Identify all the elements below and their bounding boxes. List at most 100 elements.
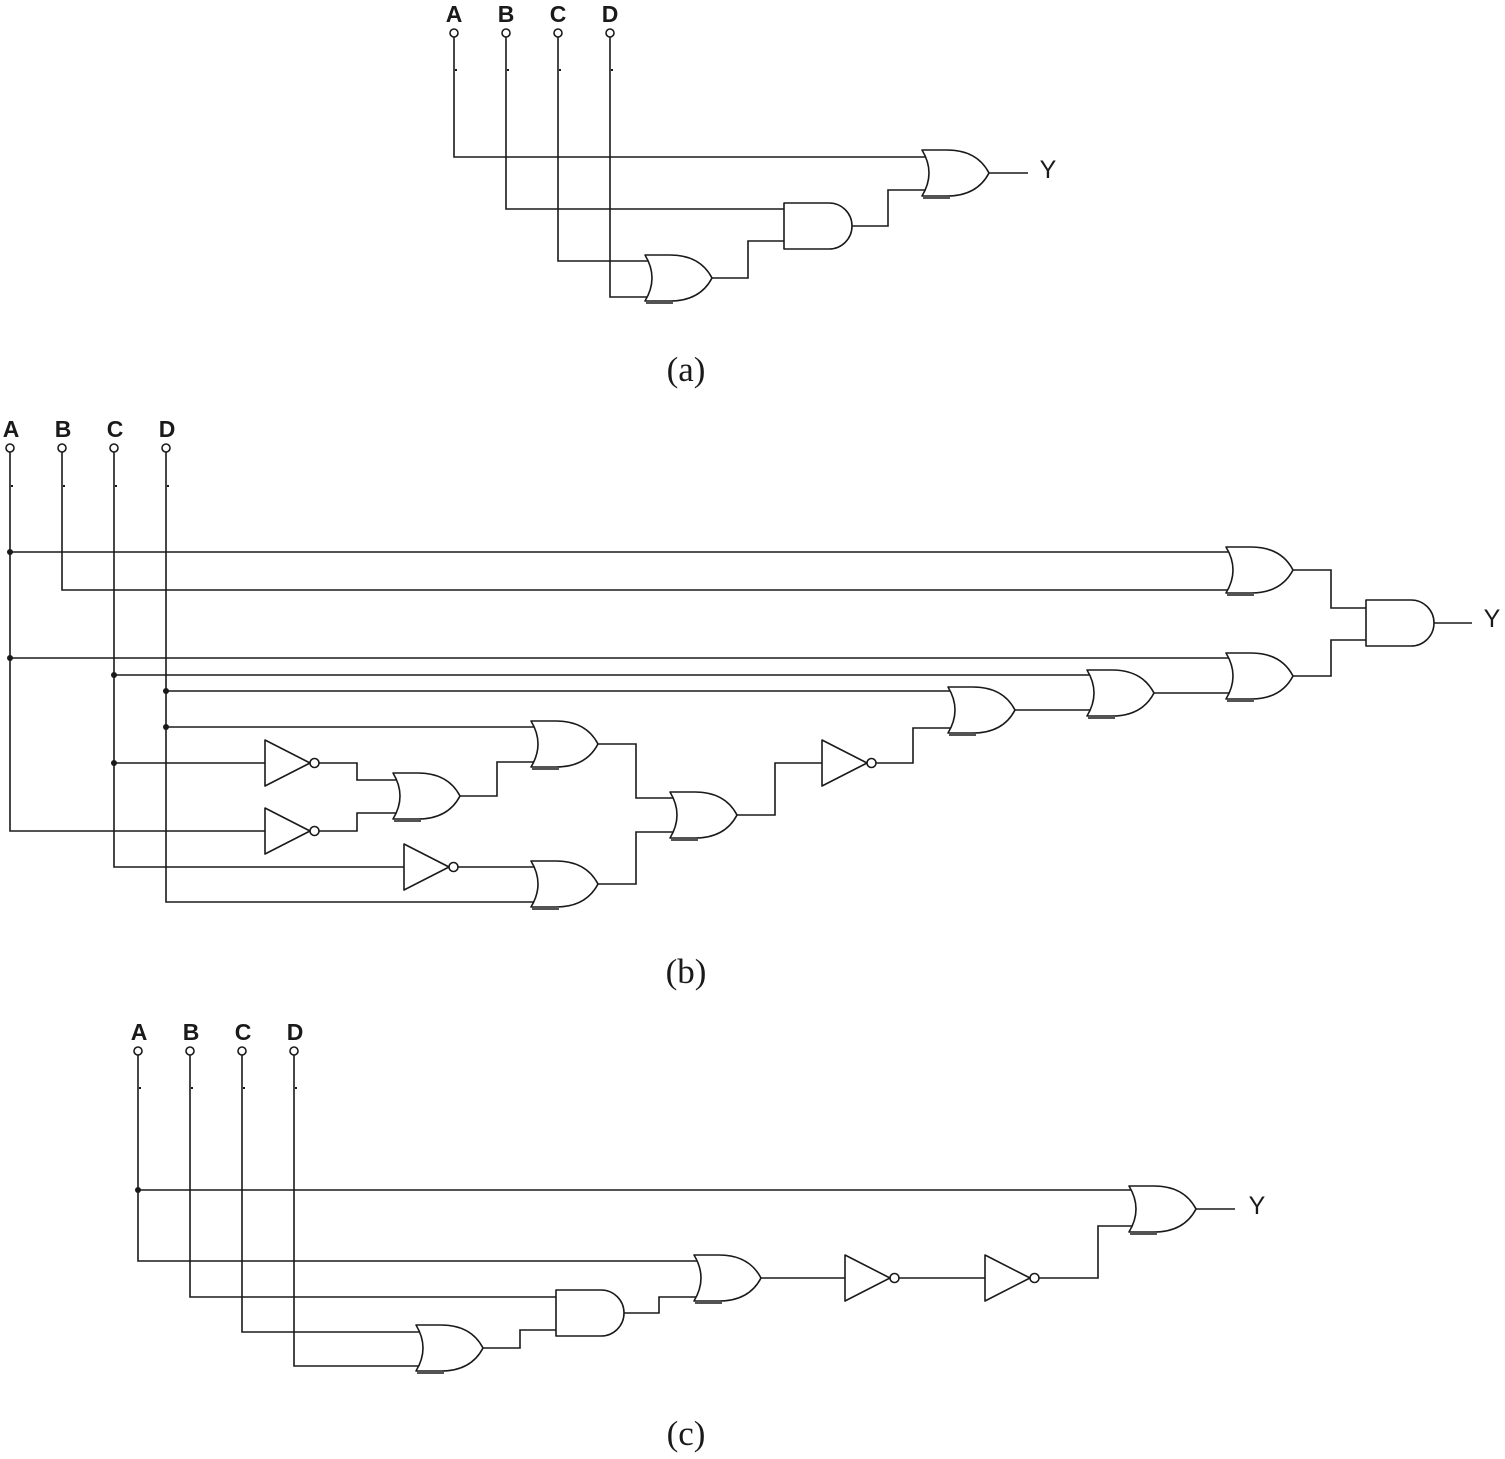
- panel-a-input-label-A: A: [446, 1, 463, 27]
- panel-a-wiring-and-gates: [449, 28, 1028, 304]
- panel-b-or-gate-8: [530, 860, 599, 910]
- panel-b-wire-not2-to-or6: [319, 812, 396, 832]
- panel-b-output-label: Y: [1484, 605, 1501, 633]
- panel-b-not-gate-2: [264, 807, 320, 855]
- panel-b-input-A-terminal: [5, 443, 15, 453]
- panel-b-or-gate-6: [392, 772, 461, 822]
- panel-c-or-gate-output-body: [1128, 1185, 1197, 1233]
- panel-a-input-C-terminal: [553, 28, 563, 38]
- panel-b-input-label-D: D: [159, 416, 176, 442]
- panel-a-input-B-tick-mark: [507, 69, 509, 71]
- panel-c-not-gate-1-body: [844, 1254, 891, 1302]
- panel-b-or-gate-3: [1086, 669, 1155, 719]
- panel-b-junction-A-2: [7, 655, 13, 661]
- panel-b-input-B-tick-mark: [63, 485, 65, 487]
- panel-c-wire-not2-to-or-output: [1039, 1225, 1132, 1279]
- panel-a-input-A-tick-mark: [455, 69, 457, 71]
- panel-c-not-gate-1: [844, 1254, 900, 1302]
- panel-a-input-label-B: B: [498, 1, 515, 27]
- panel-b-input-label-C: C: [107, 416, 124, 442]
- panel-a-and-gate-body: [783, 202, 853, 250]
- panel-c-input-A-terminal: [133, 1046, 143, 1056]
- panel-c-or-gate-output: [1128, 1185, 1197, 1235]
- panel-b-input-D-tick-mark: [167, 485, 169, 487]
- panel-a-input-D-terminal: [605, 28, 615, 38]
- panel-c-or-gate-a-body: [693, 1254, 762, 1302]
- panel-c-input-D-terminal: [289, 1046, 299, 1056]
- panel-b-not-gate-1-body: [264, 739, 311, 787]
- panel-c-or-gate-cd: [415, 1324, 484, 1374]
- panel-b-wire-or8-to-or7: [598, 831, 673, 885]
- panel-c-input-label-B: B: [183, 1019, 200, 1045]
- panel-c-not-gate-2-bubble: [1029, 1272, 1040, 1284]
- panel-a-wire-and-to-or: [852, 189, 926, 227]
- panel-b-junction-D-1: [163, 688, 169, 694]
- panel-c-input-D-tick-mark: [295, 1087, 297, 1089]
- panel-a-wire-A: [453, 37, 926, 158]
- panel-b-or-gate-8-body: [530, 860, 599, 908]
- panel-c-wire-D: [293, 1055, 419, 1367]
- panel-b-or-gate-2: [1225, 652, 1294, 702]
- panel-b-junction-A-1: [7, 549, 13, 555]
- panel-a-input-C-tick-mark: [559, 69, 561, 71]
- panel-b-or-gate-1-body: [1225, 546, 1294, 594]
- panel-c-not-gate-2-body: [984, 1254, 1031, 1302]
- panel-b-wire-A-trunk: [9, 452, 265, 832]
- panel-b-or-gate-5: [530, 720, 599, 770]
- panel-c-input-B-tick-mark: [191, 1087, 193, 1089]
- panel-c-wire-and-to-or: [624, 1296, 696, 1314]
- panel-b-wire-not1-to-or6: [319, 762, 397, 781]
- panel-a-wire-C: [557, 37, 648, 262]
- panel-a-or-gate-cd: [644, 254, 713, 304]
- panel-a-circuit: A B C D Y (a): [446, 1, 1057, 389]
- panel-b-input-label-B: B: [55, 416, 72, 442]
- panel-b-or-gate-6-body: [392, 772, 461, 820]
- panel-b-junction-C-2: [111, 760, 117, 766]
- panel-c-input-B-terminal: [185, 1046, 195, 1056]
- panel-c-output-label: Y: [1249, 1192, 1266, 1220]
- panel-b-and-gate-output-body: [1365, 599, 1435, 647]
- panel-a-input-label-C: C: [550, 1, 567, 27]
- panel-c-wire-B: [189, 1055, 556, 1298]
- panel-c-circuit: A B C D Y (c): [131, 1019, 1266, 1453]
- panel-c-input-label-C: C: [235, 1019, 252, 1045]
- panel-b-or-gate-1: [1225, 546, 1294, 596]
- panel-c-input-A-tick-mark: [139, 1087, 141, 1089]
- panel-a-wire-B: [505, 37, 784, 210]
- panel-b-wire-or6-to-or5: [460, 761, 534, 797]
- panel-c-input-C-terminal: [237, 1046, 247, 1056]
- panel-b-input-D-terminal: [161, 443, 171, 453]
- panel-b-not-gate-1-bubble: [309, 757, 320, 769]
- panel-b-wire-or7-to-not4: [737, 762, 822, 816]
- panel-c-wire-or-cd-to-and: [483, 1329, 556, 1349]
- panel-b-wire-or5-to-or7: [598, 743, 673, 799]
- panel-a-caption: (a): [667, 350, 706, 389]
- panel-b-input-C-terminal: [109, 443, 119, 453]
- panel-b-or-gate-4-body: [947, 686, 1016, 734]
- panel-b-junction-D-2: [163, 724, 169, 730]
- panel-c-and-gate: [555, 1289, 625, 1337]
- panel-b-not-gate-2-bubble: [309, 825, 320, 837]
- panel-c-input-label-D: D: [287, 1019, 304, 1045]
- panel-b-or-gate-5-body: [530, 720, 599, 768]
- panel-b-and-gate-output: [1365, 599, 1435, 647]
- panel-c-wire-A-trunk: [137, 1055, 697, 1262]
- panel-b-not-gate-3-bubble: [448, 861, 459, 873]
- panel-b-not-gate-3: [403, 843, 459, 891]
- panel-b-circuit: A B C D Y (b): [3, 416, 1501, 991]
- panel-c-input-label-A: A: [131, 1019, 148, 1045]
- panel-b-wire-or2-to-and: [1293, 639, 1366, 677]
- panel-b-or-gate-7: [669, 791, 738, 841]
- panel-a-or-gate-output-body: [921, 149, 990, 197]
- panel-b-or-gate-7-body: [669, 791, 738, 839]
- panel-b-or-gate-2-body: [1225, 652, 1294, 700]
- panel-a-output-label: Y: [1040, 156, 1057, 184]
- panel-b-or-gate-3-body: [1086, 669, 1155, 717]
- panel-a-wire-D: [609, 37, 648, 298]
- panel-c-input-C-tick-mark: [243, 1087, 245, 1089]
- panel-c-and-gate-body: [555, 1289, 625, 1337]
- panel-b-caption: (b): [666, 952, 707, 991]
- panel-c-not-gate-2: [984, 1254, 1040, 1302]
- panel-a-or-gate-cd-body: [644, 254, 713, 302]
